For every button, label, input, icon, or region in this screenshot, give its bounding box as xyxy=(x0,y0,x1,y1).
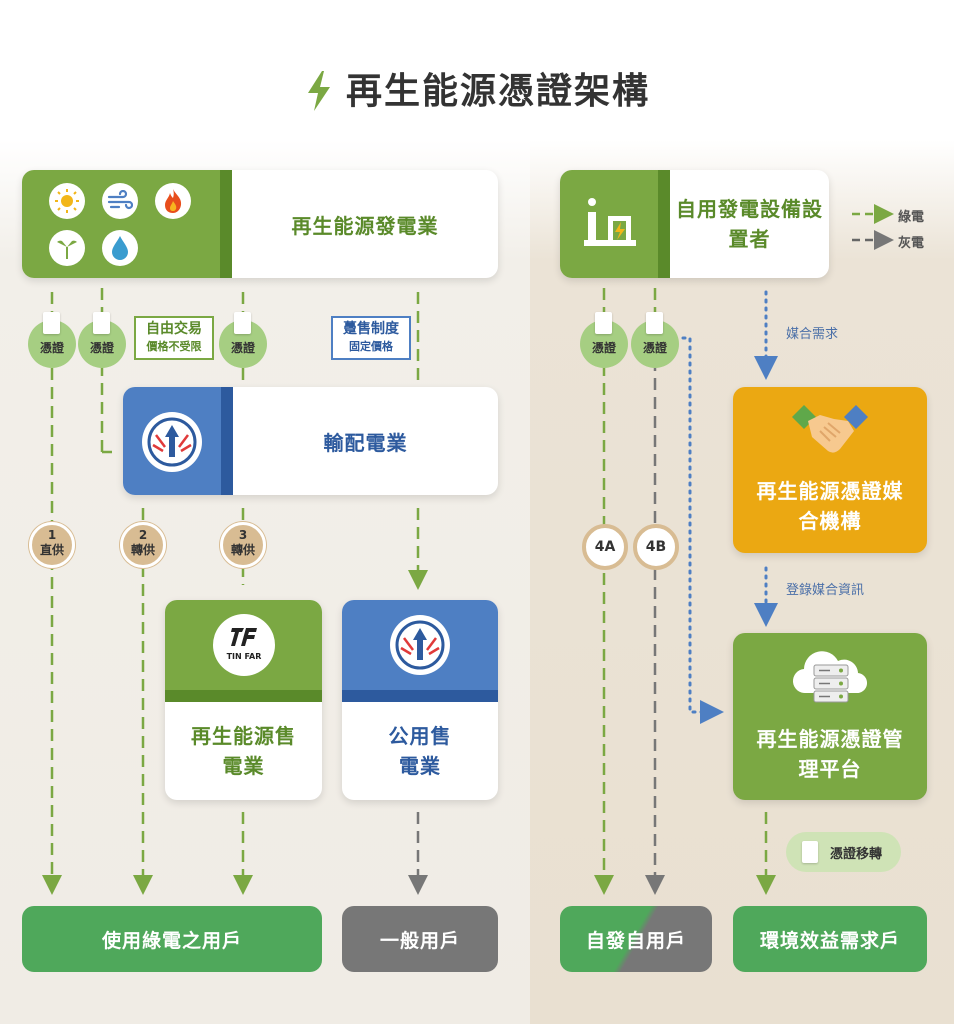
re-retailer-divider xyxy=(165,690,322,702)
cert-transfer-pill: 憑證移轉 xyxy=(786,832,901,872)
certificate-doc-icon xyxy=(595,312,612,334)
route-badge: 4A xyxy=(582,524,628,570)
certificate-badge: 憑證 xyxy=(28,312,76,368)
route-badge: 4B xyxy=(633,524,679,570)
certificate-doc-icon xyxy=(93,312,110,334)
free-trade-note: 自由交易 價格不受限 xyxy=(134,316,214,360)
certificate-doc-icon xyxy=(234,312,251,334)
sun-icon xyxy=(49,183,85,219)
tinfar-logo: TIN FAR xyxy=(213,614,275,676)
matching-label: 再生能源憑證媒合機構 xyxy=(756,479,904,533)
register-info-label: 登錄媒合資訊 xyxy=(786,583,865,598)
generator-card: 再生能源發電業 xyxy=(22,170,498,278)
fire-icon xyxy=(155,183,191,219)
water-drop-icon xyxy=(102,230,138,266)
taipower-logo-icon xyxy=(142,412,202,472)
certificate-doc-icon xyxy=(802,841,818,863)
tinfar-mark-icon xyxy=(231,628,257,646)
legend-grey: 灰電 xyxy=(898,236,925,251)
matching-card: 再生能源憑證媒合機構 xyxy=(733,387,927,553)
grid-divider xyxy=(221,387,233,495)
taipower-logo-icon xyxy=(390,615,450,675)
lightning-icon xyxy=(307,71,330,111)
certificate-badge: 憑證 xyxy=(580,312,628,368)
title-text: 再生能源憑證架構 xyxy=(345,71,650,112)
platform-card: 再生能源憑證管理平台 xyxy=(733,633,927,800)
turbine-icon xyxy=(49,230,85,266)
green-users-box: 使用綠電之用戶 xyxy=(22,906,322,972)
public-retailer-card: 公用售電業 xyxy=(342,600,498,800)
legend-green: 綠電 xyxy=(898,210,925,225)
factory-icon xyxy=(584,198,636,246)
self-generator-label: 自用發電設備設置者 xyxy=(676,197,823,251)
self-generator-card: 自用發電設備設置者 xyxy=(560,170,829,278)
public-retailer-divider xyxy=(342,690,498,702)
cert-transfer-label: 憑證移轉 xyxy=(830,847,883,862)
generator-divider xyxy=(220,170,232,278)
wholesale-note: 躉售制度 固定價格 xyxy=(331,316,411,360)
handshake-icon xyxy=(792,405,868,453)
certificate-badge: 憑證 xyxy=(631,312,679,368)
tinfar-logo-text: TIN FAR xyxy=(226,652,262,661)
left-panel-background xyxy=(0,140,530,1024)
re-retailer-card: TIN FAR 再生能源售電業 xyxy=(165,600,322,800)
re-retailer-label: 再生能源售電業 xyxy=(191,724,296,778)
certificate-doc-icon xyxy=(646,312,663,334)
certificate-doc-icon xyxy=(43,312,60,334)
env-users-box: 環境效益需求戶 xyxy=(733,906,927,972)
certificate-badge: 憑證 xyxy=(78,312,126,368)
generator-label: 再生能源發電業 xyxy=(291,213,439,238)
grid-label: 輸配電業 xyxy=(323,430,408,455)
certificate-badge: 憑證 xyxy=(219,312,267,368)
matching-demand-label: 媒合需求 xyxy=(786,327,839,342)
self-use-users-box: 自發自用戶 xyxy=(560,906,712,972)
grid-card: 輸配電業 xyxy=(123,387,498,495)
self-generator-divider xyxy=(658,170,670,278)
public-retailer-label: 公用售電業 xyxy=(388,724,452,778)
cloud-server-icon xyxy=(792,651,868,703)
wind-icon xyxy=(102,183,138,219)
page-title: 再生能源憑證架構 xyxy=(0,62,954,114)
platform-label: 再生能源憑證管理平台 xyxy=(756,727,904,781)
general-users-box: 一般用戶 xyxy=(342,906,498,972)
